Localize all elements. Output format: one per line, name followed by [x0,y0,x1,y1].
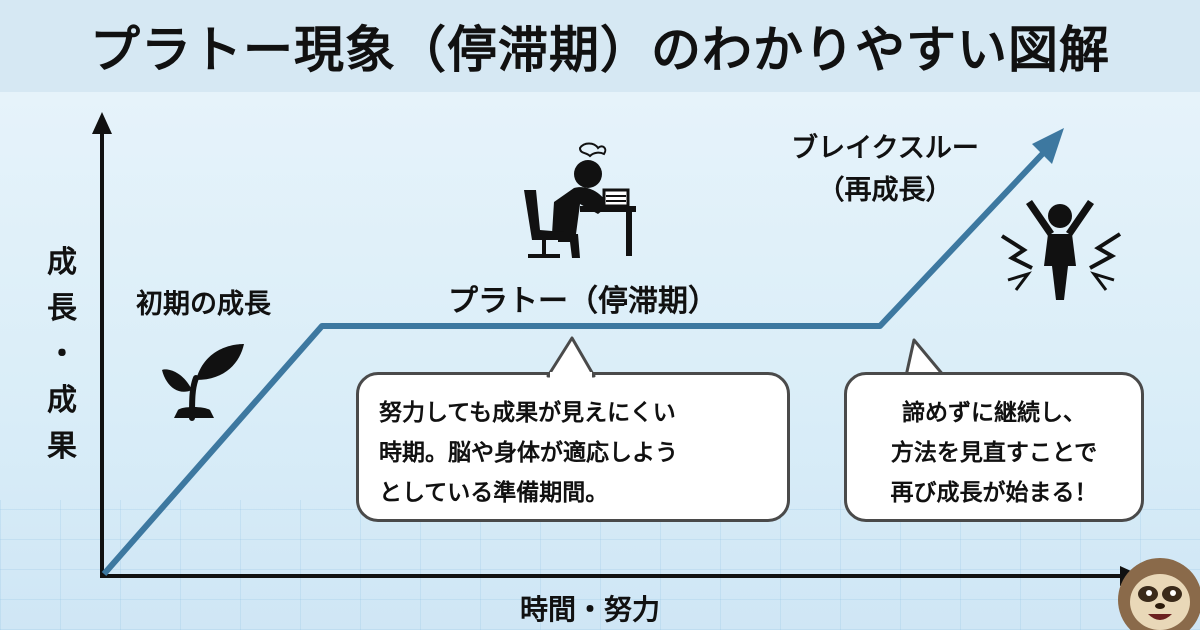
breakthrough-speech-bubble: 諦めずに継続し、 方法を見直すことで 再び成長が始まる！ [844,372,1144,522]
y-axis-char: 成 [47,383,77,418]
bubble-line: としている準備期間。 [379,480,609,506]
axes [92,112,1142,586]
growth-curve [101,128,1064,576]
y-axis-char: 成 [47,245,77,280]
plateau-speech-bubble: 努力しても成果が見えにくい 時期。脳や身体が適応しよう としている準備期間。 [356,372,790,522]
curve-line [101,145,1051,576]
stressed-person-at-desk-icon [524,142,636,258]
initial-growth-label: 初期の成長 [136,289,271,320]
breakthrough-label-line: ブレイクスルー [791,133,979,164]
plateau-label: プラトー（停滞期） [448,284,718,319]
x-axis-label: 時間・努力 [520,593,661,626]
breakthrough-label-line: （再成長） [817,175,953,206]
sprout-icon [162,344,244,421]
y-axis-label: 成 長 ・ 成 果 [42,240,82,470]
bubble-line: 諦めずに継続し、 [902,400,1086,426]
bubble-line: 努力しても成果が見えにくい [379,400,676,426]
page-title: プラトー現象（停滞期）のわかりやすい図解 [90,21,1110,79]
bubble-line: 時期。脳や身体が適応しよう [379,440,678,466]
breakthrough-person-icon [1000,200,1122,300]
sloth-mascot-icon [1118,558,1200,630]
curve-arrow-icon [1032,128,1064,164]
background-panel [0,92,1200,630]
y-axis-char: 果 [47,429,77,464]
y-axis-char: 長 [47,291,77,326]
y-axis-char: ・ [47,337,77,372]
y-axis-arrow-icon [92,112,112,134]
title-bar: プラトー現象（停滞期）のわかりやすい図解 [0,0,1200,92]
breakthrough-label: ブレイクスルー （再成長） [770,128,1000,212]
bubble-line: 再び成長が始まる！ [890,480,1098,506]
bubble-line: 方法を見直すことで [890,440,1098,466]
